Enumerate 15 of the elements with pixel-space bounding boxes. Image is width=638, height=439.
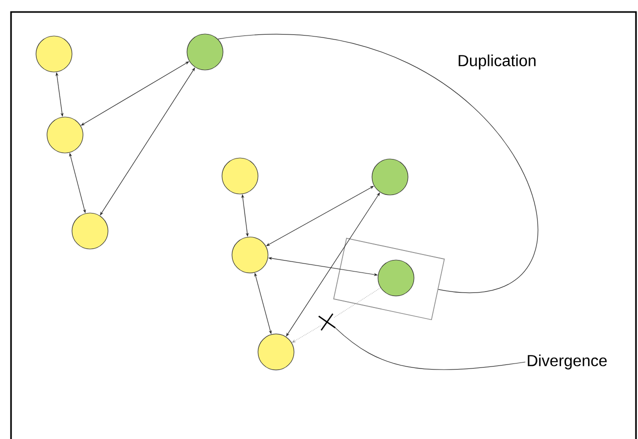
node-circle (378, 260, 414, 296)
node-circle (186, 34, 224, 70)
label-text: Divergence (528, 354, 607, 370)
label-text: Duplication (458, 54, 536, 70)
highlight-box (333, 238, 445, 320)
node-circle (372, 158, 408, 196)
node-circle (258, 334, 294, 370)
cross-mark (318, 313, 336, 331)
node-circle (36, 36, 72, 72)
node-circle (232, 236, 268, 274)
connector-curve (218, 34, 538, 292)
node-circle (46, 116, 84, 154)
node-circle (222, 158, 258, 194)
leader-line (334, 327, 526, 370)
node-circle (72, 212, 108, 250)
